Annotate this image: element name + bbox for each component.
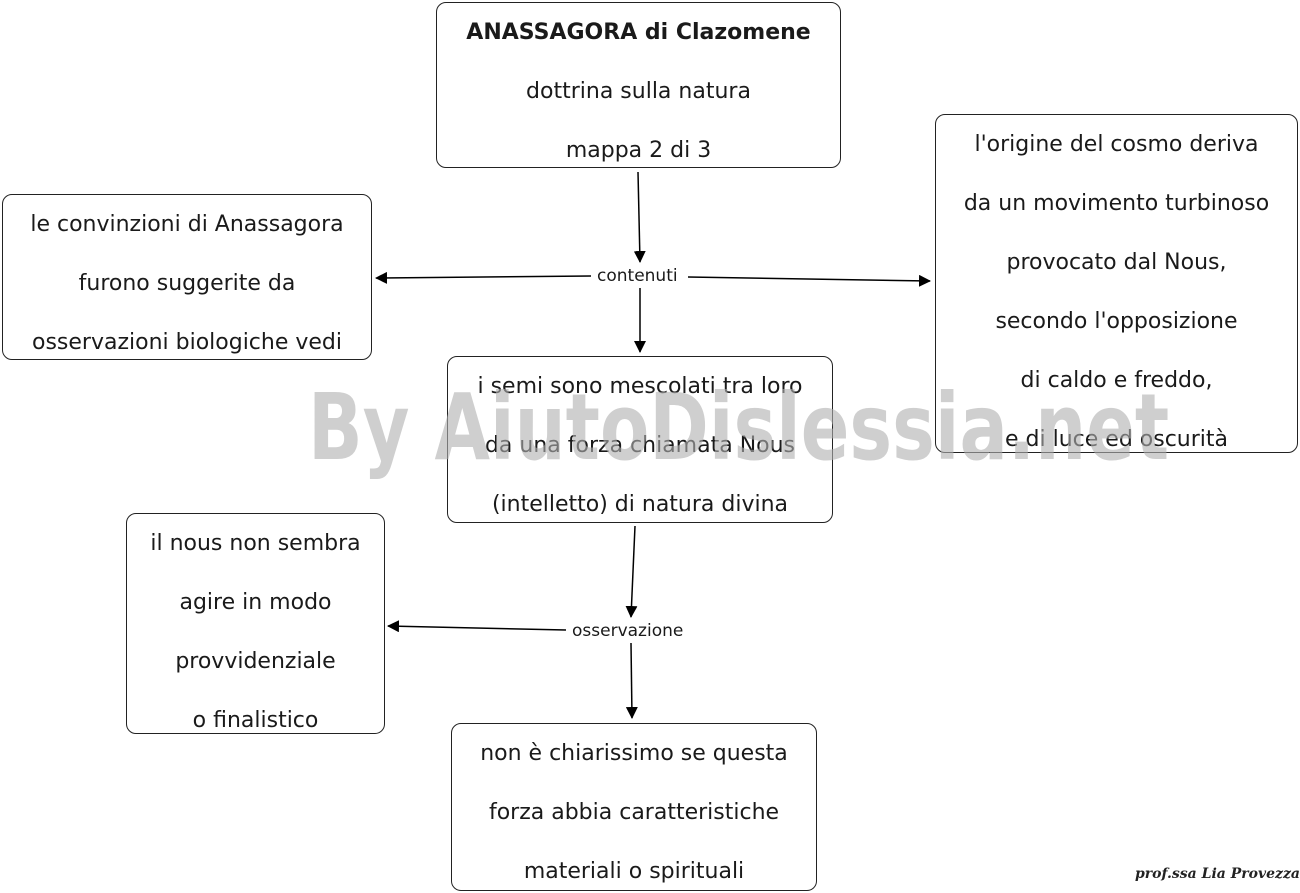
arrow-contenuti-to-right	[687, 274, 931, 287]
node-line: non è chiarissimo se questa	[480, 741, 788, 766]
node-convinzioni: le convinzioni di Anassagora furono sugg…	[2, 194, 372, 360]
arrow-center-to-osservazione	[625, 525, 638, 618]
node-line: di caldo e freddo,	[1020, 368, 1213, 393]
node-line: il nous non sembra	[150, 531, 361, 556]
node-line: i semi sono mescolati tra loro	[477, 374, 803, 399]
node-line: l'origine del cosmo deriva	[974, 132, 1259, 157]
node-line: provvidenziale	[175, 649, 336, 674]
node-line: provocato dal Nous,	[1006, 250, 1227, 275]
node-line: le convinzioni di Anassagora	[30, 212, 344, 237]
node-origine-cosmo: l'origine del cosmo deriva da un movimen…	[935, 114, 1298, 453]
node-line: e di luce ed oscurità	[1005, 427, 1228, 452]
node-semi-nous: i semi sono mescolati tra loro da una fo…	[447, 356, 833, 523]
node-line: (intelletto) di natura divina	[491, 492, 789, 517]
node-nous-non-provvidenziale: il nous non sembra agire in modo provvid…	[126, 513, 385, 734]
title-line: mappa 2 di 3	[565, 138, 712, 163]
node-line: osservazioni biologiche vedi	[31, 330, 343, 355]
node-line: furono suggerite da	[78, 271, 296, 296]
node-line: secondo l'opposizione	[995, 309, 1238, 334]
title-line: dottrina sulla natura	[526, 79, 751, 104]
arrow-osservazione-to-bottom	[625, 642, 638, 719]
node-line: o finalistico	[192, 708, 319, 733]
arrow-title-to-contenuti	[633, 171, 646, 263]
node-line: materiali o spirituali	[523, 859, 745, 884]
node-title: ANASSAGORA di Clazomene dottrina sulla n…	[436, 2, 841, 168]
node-materiali-spirituali: non è chiarissimo se questa forza abbia …	[451, 723, 817, 891]
author-signature: prof.ssa Lia Provezza	[1135, 866, 1300, 882]
title-heading: ANASSAGORA di Clazomene	[466, 20, 811, 45]
connector-label-contenuti: contenuti	[591, 265, 684, 287]
node-line: forza abbia caratteristiche	[488, 800, 780, 825]
arrow-osservazione-to-lowleft	[387, 620, 567, 633]
node-line: da un movimento turbinoso	[963, 191, 1270, 216]
arrow-contenuti-to-left	[375, 271, 592, 284]
node-line: agire in modo	[179, 590, 332, 615]
node-line: da una forza chiamata Nous	[484, 433, 796, 458]
connector-label-osservazione: osservazione	[566, 620, 690, 642]
